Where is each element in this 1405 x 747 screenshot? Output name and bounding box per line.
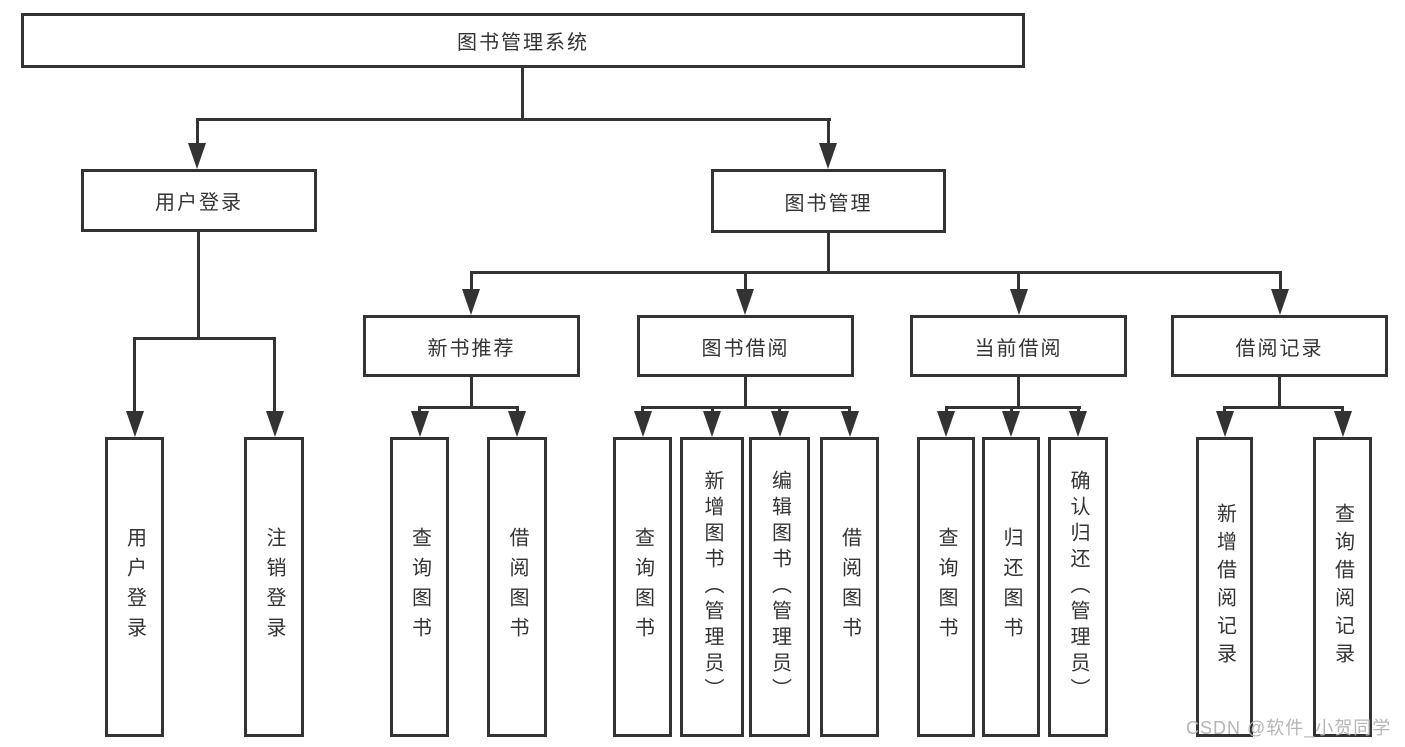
connector-root-stem: [521, 68, 524, 121]
connector-user-login-branch: [133, 337, 276, 340]
leaf-query-borrow-record: 查询借阅记录: [1313, 437, 1372, 737]
connector-user-login-drop-1: [133, 337, 136, 417]
leaf-query-books-3-label: 查询图书: [935, 527, 957, 647]
leaf-return-book-label: 归还图书: [1000, 527, 1022, 647]
leaf-query-borrow-record-label: 查询借阅记录: [1331, 503, 1354, 671]
leaf-logout: 注销登录: [244, 437, 304, 737]
node-borrow-records: 借阅记录: [1171, 315, 1388, 377]
arrowhead-book-borrow: [736, 289, 754, 315]
arrowhead-leaf-query-books-2: [634, 411, 652, 437]
node-borrow-records-label: 借阅记录: [1235, 337, 1324, 360]
leaf-user-login-label: 用户登录: [123, 527, 146, 647]
connector-book-mgmt-stem: [827, 233, 830, 274]
node-new-book-recommend: 新书推荐: [363, 315, 580, 377]
leaf-edit-book-admin-label: 编辑图书（管理员）: [768, 470, 791, 704]
leaf-confirm-return-admin-label: 确认归还（管理员）: [1067, 470, 1089, 704]
leaf-borrow-books-1-label: 借阅图书: [506, 527, 528, 647]
leaf-confirm-return-admin: 确认归还（管理员）: [1048, 437, 1108, 737]
connector-book-borrow-stem: [744, 377, 747, 409]
leaf-user-login: 用户登录: [105, 437, 164, 737]
connector-borrow-records-branch: [1223, 406, 1344, 409]
arrowhead-leaf-add-book: [703, 411, 721, 437]
watermark-text: CSDN @软件_小贺同学: [1186, 718, 1392, 738]
connector-user-login-stem: [197, 232, 200, 340]
arrowhead-leaf-borrow-books-2: [841, 411, 859, 437]
connector-book-mgmt-drop-3: [1017, 271, 1020, 295]
node-user-login: 用户登录: [81, 169, 317, 232]
connector-book-mgmt-drop-2: [744, 271, 747, 295]
arrowhead-leaf-query-books-3: [937, 411, 955, 437]
node-new-book-recommend-label: 新书推荐: [427, 337, 516, 360]
node-library-system: 图书管理系统: [21, 13, 1025, 68]
arrowhead-leaf-query-books-1: [411, 411, 429, 437]
connector-book-mgmt-drop-4: [1279, 271, 1282, 295]
arrowhead-leaf-add-record: [1216, 411, 1234, 437]
leaf-borrow-books-2: 借阅图书: [820, 437, 879, 737]
arrowhead-leaf-query-record: [1334, 411, 1352, 437]
connector-new-book-branch: [418, 406, 519, 409]
node-book-borrow: 图书借阅: [637, 315, 854, 377]
connector-book-mgmt-drop-1: [470, 271, 473, 295]
arrowhead-leaf-return-book: [1002, 411, 1020, 437]
leaf-add-borrow-record: 新增借阅记录: [1196, 437, 1253, 737]
leaf-query-books-2-label: 查询图书: [631, 527, 654, 647]
arrowhead-user-login: [188, 143, 206, 169]
leaf-logout-label: 注销登录: [263, 527, 285, 647]
arrowhead-current-borrow: [1010, 289, 1028, 315]
leaf-query-books-1-label: 查询图书: [408, 527, 431, 647]
connector-user-login-drop-2: [273, 337, 276, 417]
leaf-query-books-1: 查询图书: [390, 437, 449, 737]
arrowhead-leaf-borrow-books-1: [508, 411, 526, 437]
leaf-add-book-admin-label: 新增图书（管理员）: [701, 470, 723, 704]
node-current-borrow: 当前借阅: [910, 315, 1127, 377]
arrowhead-leaf-logout: [266, 411, 284, 437]
connector-book-borrow-branch: [641, 406, 851, 409]
node-book-borrow-label: 图书借阅: [701, 337, 790, 360]
arrowhead-new-book-recommend: [462, 289, 480, 315]
arrowhead-book-management: [819, 143, 837, 169]
leaf-borrow-books-1: 借阅图书: [487, 437, 547, 737]
leaf-borrow-books-2-label: 借阅图书: [838, 527, 861, 647]
connector-root-drop-left: [196, 118, 199, 152]
leaf-edit-book-admin: 编辑图书（管理员）: [749, 437, 810, 737]
leaf-add-book-admin: 新增图书（管理员）: [680, 437, 744, 737]
connector-borrow-records-stem: [1278, 376, 1281, 409]
connector-root-branch: [196, 118, 831, 121]
node-current-borrow-label: 当前借阅: [974, 337, 1063, 360]
node-book-management: 图书管理: [711, 169, 946, 233]
connector-current-borrow-stem: [1017, 377, 1020, 409]
connector-book-mgmt-branch: [470, 271, 1282, 274]
node-user-login-label: 用户登录: [155, 192, 243, 214]
leaf-query-books-2: 查询图书: [613, 437, 672, 737]
connector-new-book-stem: [470, 377, 473, 409]
leaf-add-borrow-record-label: 新增借阅记录: [1213, 503, 1236, 671]
arrowhead-borrow-records: [1271, 289, 1289, 315]
node-book-management-label: 图书管理: [784, 192, 873, 215]
arrowhead-leaf-confirm-return: [1069, 411, 1087, 437]
connector-root-drop-right: [827, 118, 830, 152]
leaf-query-books-3: 查询图书: [917, 437, 975, 737]
arrowhead-leaf-edit-book: [771, 411, 789, 437]
connector-current-borrow-branch: [945, 406, 1081, 409]
arrowhead-leaf-user-login: [126, 411, 144, 437]
leaf-return-book: 归还图书: [982, 437, 1040, 737]
node-library-system-label: 图书管理系统: [457, 32, 589, 54]
